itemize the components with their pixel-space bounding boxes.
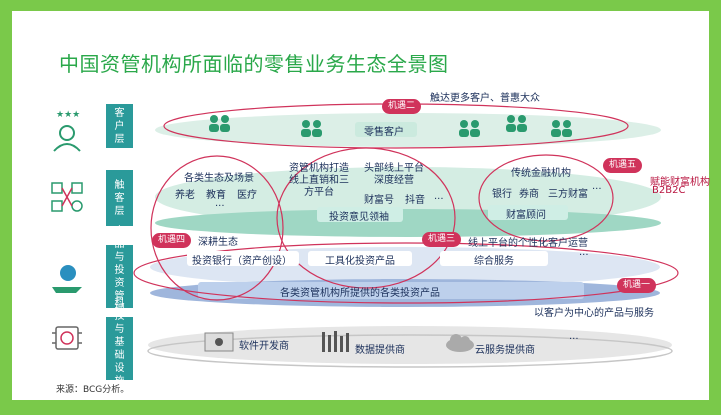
tech-item: 软件开发商 <box>239 341 289 352</box>
top-platform-item: 抖音 <box>405 195 425 206</box>
top-platform-item: ... <box>434 191 444 202</box>
ecosystem-item: ... <box>215 198 225 209</box>
top-platform-title: 头部线上平台深度经营 <box>364 163 424 186</box>
opportunity-four-ring <box>150 155 284 301</box>
traditional-item: 券商 <box>519 189 539 200</box>
product-item-box <box>187 251 299 266</box>
opportunity-badge: 机遇三 <box>422 232 462 247</box>
data-icon <box>322 331 349 352</box>
tier-touchpoint: 触客层 <box>106 170 133 226</box>
page-title: 中国资管机构所面临的零售业务生态全景图 <box>59 52 449 76</box>
chip-icon <box>52 326 82 350</box>
source-note: 来源：BCG分析。 <box>56 385 130 395</box>
product-item: ... <box>579 247 589 258</box>
product-bottom-bar: 各类资管机构所提供的各类投资产品 <box>280 288 440 299</box>
opinion-leader-box <box>317 207 403 222</box>
opportunity-five-ring <box>478 154 614 242</box>
opportunity-badge: 机遇二 <box>382 99 422 114</box>
opinion-leader-label: 投资意见领袖 <box>329 212 389 223</box>
retail-customer-box <box>355 122 417 137</box>
product-item-box <box>440 251 548 266</box>
retail-people-icons <box>209 115 572 137</box>
wealth-advisor-label: 财富顾问 <box>506 210 546 221</box>
touchpoint-icon <box>51 182 83 212</box>
traditional-item: ... <box>592 181 602 192</box>
wealth-advisor-box <box>488 205 568 220</box>
opportunity-desc: 线上平台的个性化客户运营 <box>468 238 588 249</box>
product-item: 投资银行（资产创设） <box>192 256 292 267</box>
am-direct-title: 资管机构打造线上直销和三方平台 <box>289 163 349 198</box>
cloud-icon <box>446 334 474 352</box>
tier-customer: 客户层 <box>106 104 133 148</box>
opportunity-badge: 机遇四 <box>152 233 192 248</box>
opportunity-one-ring <box>133 242 679 304</box>
product-item: 工具化投资产品 <box>325 256 395 267</box>
customer-icon <box>53 125 81 152</box>
product-item-box <box>308 251 412 266</box>
ecosystem-item: 养老 <box>175 190 195 201</box>
tech-item: ... <box>569 331 579 342</box>
opportunity-desc: 以客户为中心的产品与服务 <box>534 308 654 319</box>
product-item: 综合服务 <box>474 256 514 267</box>
traditional-item: 银行 <box>492 189 512 200</box>
tech-item: 云服务提供商 <box>475 345 535 356</box>
opportunity-badge: 机遇五 <box>603 158 643 173</box>
slide-card: ★★★ 中国资管机构所面临的零售业务生态全景图 客户层 触客层 产品与投资管理层… <box>12 11 710 400</box>
product-bottom-bar-shape <box>198 282 584 299</box>
ecosystem-title: 各类生态及场景 <box>184 173 254 184</box>
retail-customer-label: 零售客户 <box>364 127 404 138</box>
opportunity-desc-sub: B2B2C <box>652 185 686 196</box>
traditional-title: 传统金融机构 <box>511 168 571 179</box>
product-icon <box>52 265 82 293</box>
tech-layer-ellipse <box>148 326 672 364</box>
ecosystem-item: 医疗 <box>237 190 257 201</box>
tier-tech: 科技与基础设施层 <box>106 298 133 400</box>
ecosystem-item: 教育 <box>206 190 226 201</box>
opportunity-desc: 赋能财富机构 <box>650 177 710 188</box>
opportunity-desc: 深耕生态 <box>198 237 238 248</box>
software-icon <box>204 332 234 352</box>
traditional-item: 三方财富 <box>548 189 588 200</box>
tech-layer-rim <box>147 334 673 368</box>
opportunity-desc: 触达更多客户、普惠大众 <box>430 93 540 104</box>
tech-item: 数据提供商 <box>355 345 405 356</box>
top-platform-item: 财富号 <box>364 195 394 206</box>
opportunity-badge: 机遇一 <box>617 278 657 293</box>
svg-text:★★★: ★★★ <box>56 110 80 120</box>
opportunity-three-ring <box>276 147 456 289</box>
